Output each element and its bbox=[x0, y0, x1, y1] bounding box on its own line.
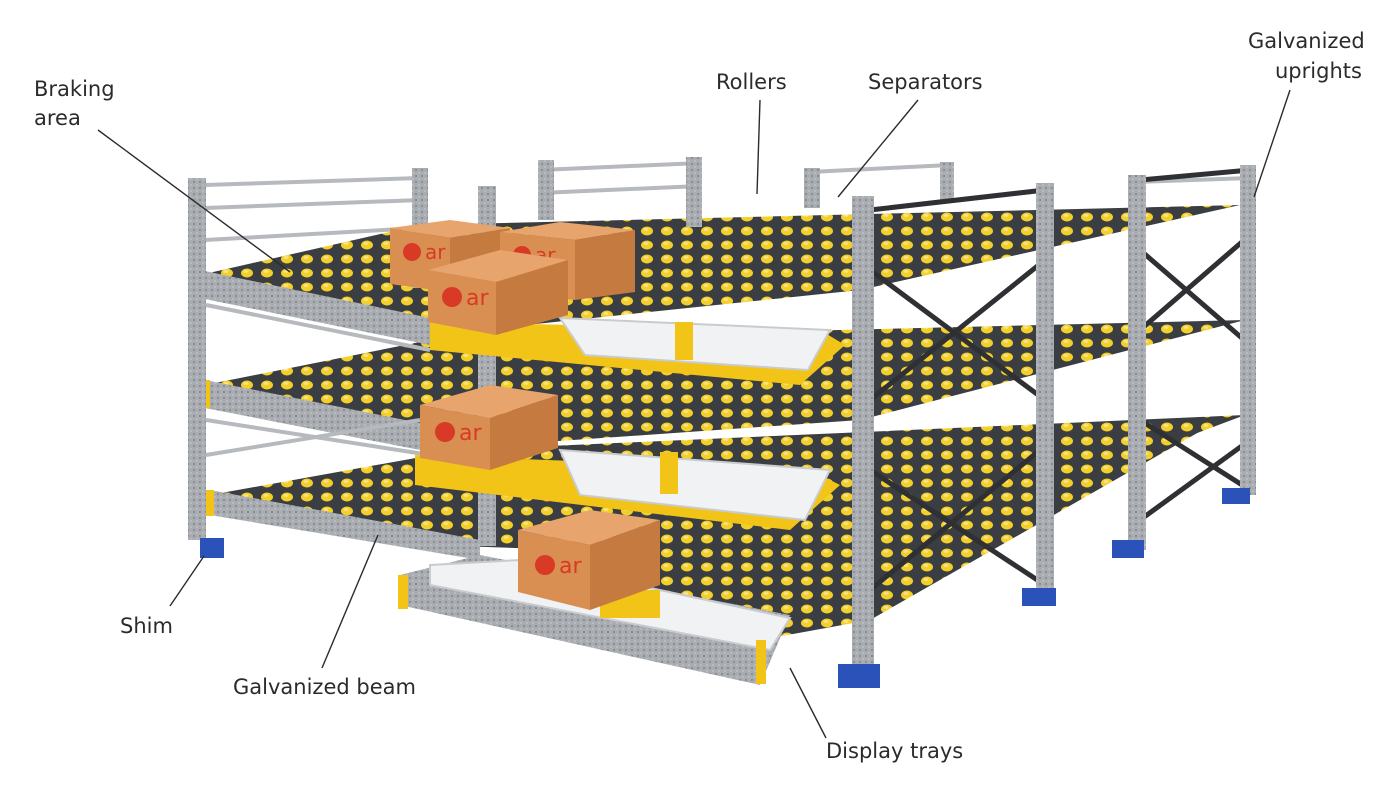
label-rollers: Rollers bbox=[716, 70, 787, 94]
label-display-trays: Display trays bbox=[826, 739, 963, 763]
display-tray-middle bbox=[415, 448, 840, 530]
leader-galvanized-beam bbox=[321, 534, 379, 669]
label-shim: Shim bbox=[120, 614, 173, 638]
display-tray-upper bbox=[430, 316, 845, 385]
label-galvanized-uprights-line2: uprights bbox=[1275, 59, 1362, 83]
flow-rack: ar ar ar ar ar bbox=[188, 157, 1256, 688]
box-4-logo: ar bbox=[459, 421, 482, 446]
leader-rollers bbox=[756, 99, 761, 195]
leader-shim bbox=[169, 555, 205, 607]
box-1-logo: ar bbox=[425, 240, 446, 264]
label-braking-area-line2: area bbox=[34, 106, 81, 130]
box-4: ar bbox=[420, 385, 558, 470]
galvanized-beams-left bbox=[196, 270, 480, 560]
left-bracing bbox=[205, 303, 431, 457]
callout-labels: Braking area Rollers Separators Galvaniz… bbox=[34, 29, 1365, 763]
galvanized-uprights-right bbox=[852, 165, 1256, 666]
leader-galvanized-uprights bbox=[1253, 89, 1291, 198]
back-rails bbox=[204, 161, 1251, 242]
shims bbox=[200, 488, 1250, 688]
leader-display-trays-a bbox=[789, 667, 827, 739]
label-galvanized-beam: Galvanized beam bbox=[233, 675, 416, 699]
leader-lines bbox=[97, 89, 1291, 739]
right-frame-braces bbox=[868, 167, 1252, 592]
roller-deck-lowest bbox=[480, 420, 1220, 640]
box-3: ar bbox=[428, 250, 568, 335]
box-3-logo: ar bbox=[466, 286, 489, 311]
box-5: ar bbox=[518, 510, 660, 610]
label-braking-area-line1: Braking bbox=[34, 77, 115, 101]
leader-separators bbox=[837, 99, 919, 198]
box-5-logo: ar bbox=[559, 554, 582, 579]
label-galvanized-uprights-line1: Galvanized bbox=[1248, 29, 1365, 53]
leader-braking-area bbox=[97, 129, 291, 273]
label-separators: Separators bbox=[868, 70, 983, 94]
